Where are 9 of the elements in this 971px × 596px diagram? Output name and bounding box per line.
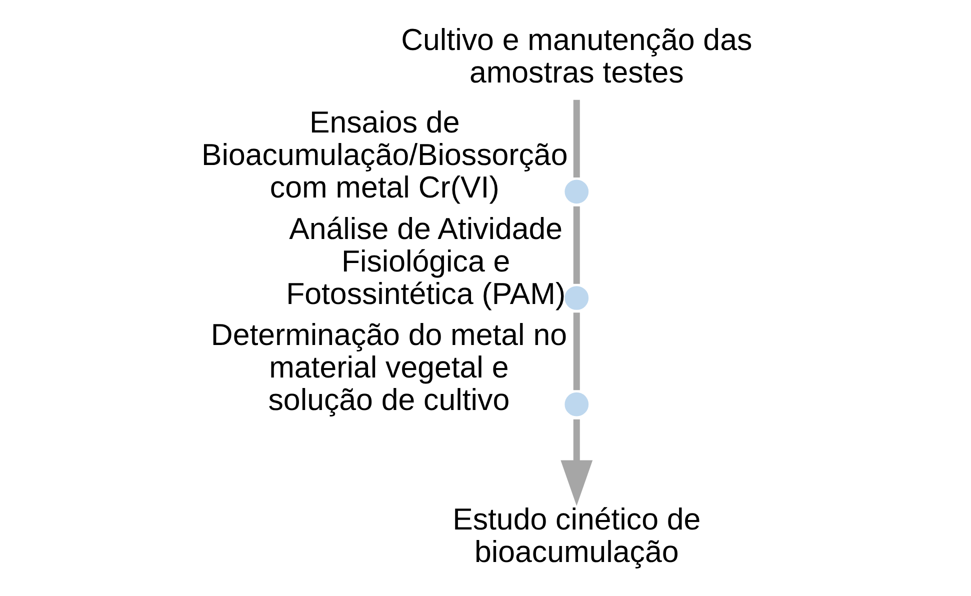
node-label: Determinação do metal no material vegetal e solução de cultivo (210, 319, 567, 418)
node-label: Análise de Atividade Fisiológica e Fotossintética (PAM) (286, 212, 566, 311)
node-text: Estudo cinético de bioacumulação (452, 504, 701, 570)
connector (573, 100, 580, 178)
arrow (560, 419, 593, 506)
node-label: Ensaios de Bioacumulação/Biossorção com metal Cr(VI) (202, 106, 568, 205)
node-text: Cultivo e manutenção das amostras testes (401, 24, 752, 90)
connector (573, 206, 580, 284)
connector (573, 312, 580, 390)
